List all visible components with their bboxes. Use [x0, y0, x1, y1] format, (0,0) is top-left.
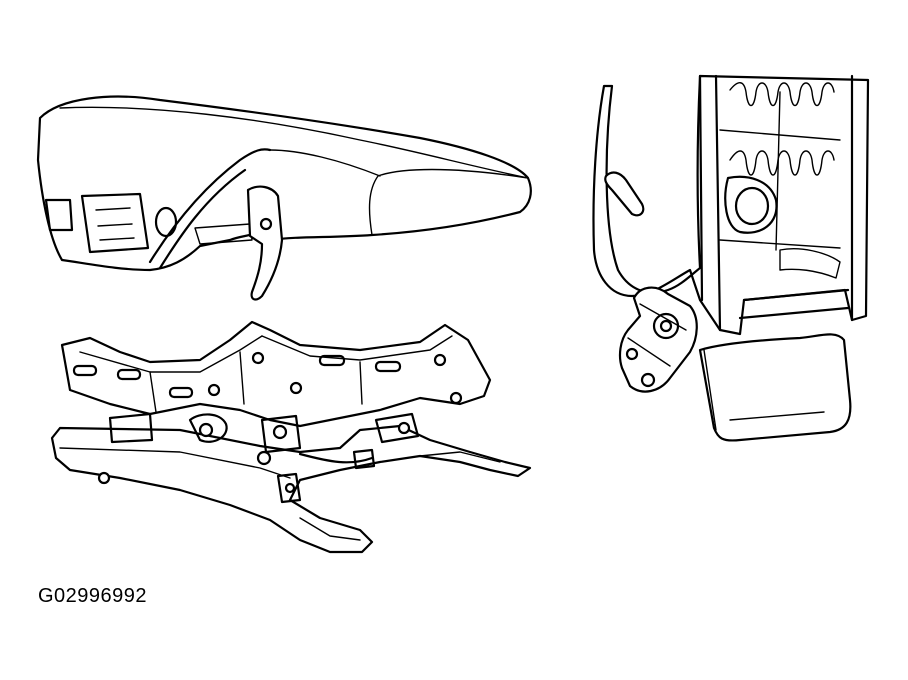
seatback-recliner — [592, 74, 870, 442]
figure-code: G02996992 — [38, 585, 148, 607]
seat-frame-track — [50, 320, 532, 554]
seat-cushion — [36, 95, 532, 301]
